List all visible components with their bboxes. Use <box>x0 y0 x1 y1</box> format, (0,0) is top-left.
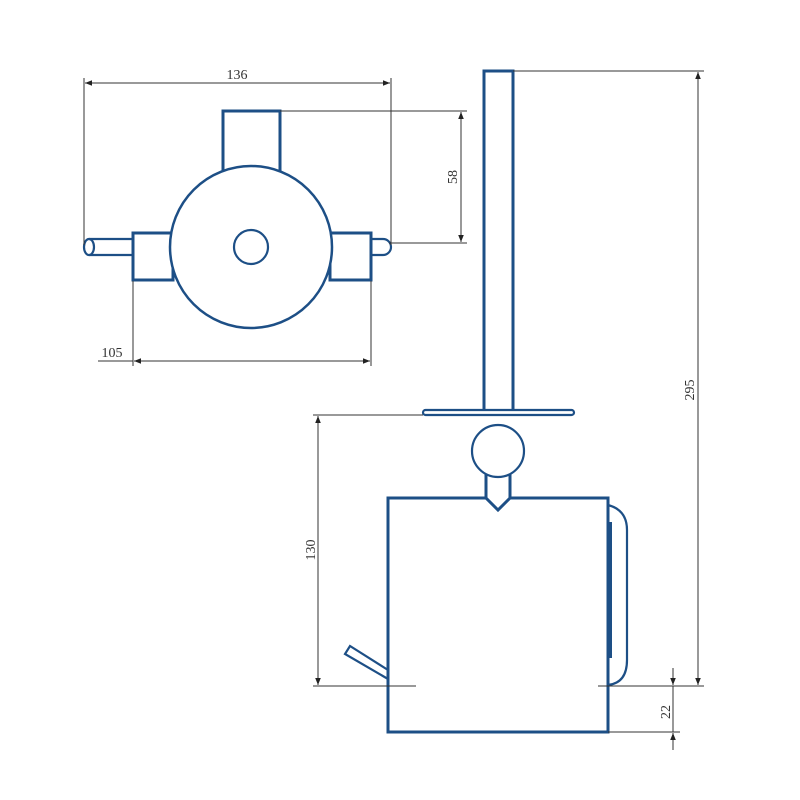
left-rod-end <box>82 237 96 257</box>
top-view <box>82 109 393 330</box>
wall-mount-block <box>221 109 282 173</box>
ball-joint <box>470 423 526 479</box>
dim-label-58: 58 <box>446 170 461 184</box>
cover-handle <box>607 503 629 687</box>
dim-label-130: 130 <box>304 540 319 561</box>
main-disc <box>168 164 334 330</box>
dim-label-295: 295 <box>683 380 698 401</box>
dimension-58: 58 <box>280 110 467 244</box>
vertical-post <box>482 69 515 415</box>
dim-label-105: 105 <box>102 346 123 361</box>
right-nub <box>371 237 393 257</box>
dim-label-136: 136 <box>227 68 248 83</box>
dimension-295: 295 <box>513 70 704 687</box>
wall-flange <box>421 408 576 417</box>
right-bracket <box>328 231 373 282</box>
neck <box>484 474 512 513</box>
dimension-22: 22 <box>608 668 680 750</box>
dimension-105: 105 <box>98 281 372 366</box>
center-hole <box>232 228 270 266</box>
left-bracket <box>131 231 175 282</box>
left-rod <box>89 237 133 257</box>
dimension-130: 130 <box>304 414 423 687</box>
lever <box>343 644 389 680</box>
side-view <box>343 69 629 734</box>
dimension-136: 136 <box>83 68 392 245</box>
paper-holder-box <box>386 496 610 734</box>
dim-label-22: 22 <box>659 705 674 719</box>
